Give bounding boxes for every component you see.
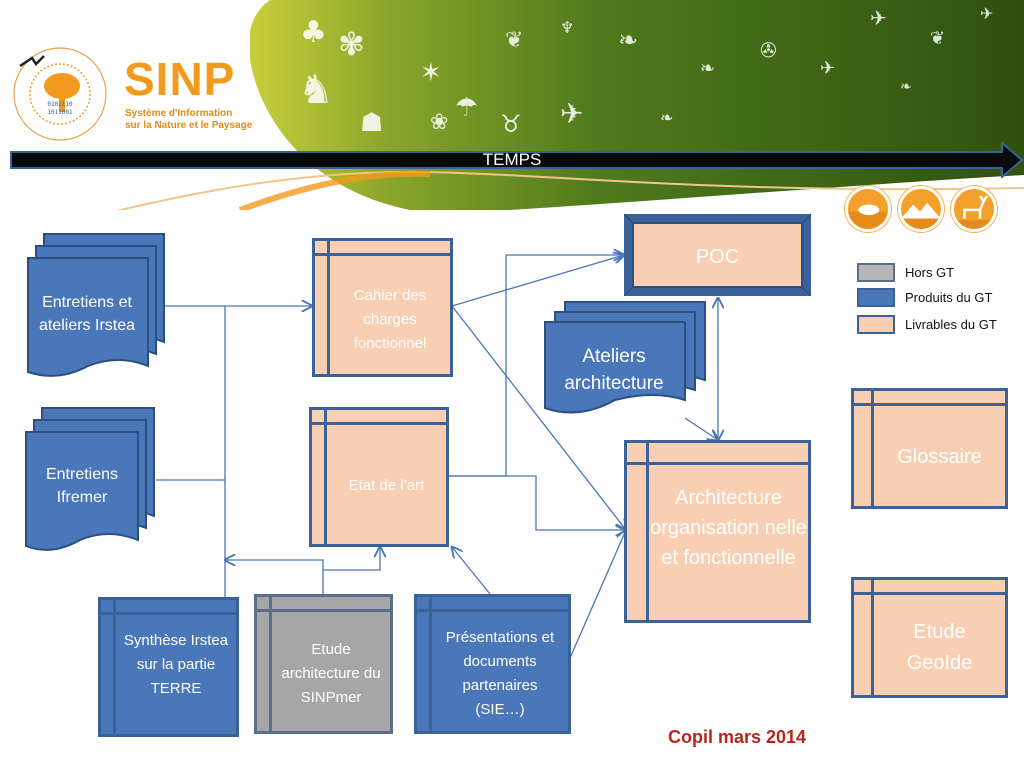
node-etude-sinpmer: Etude architecture du SINPmer: [254, 594, 393, 734]
mountain-icon-badge: [898, 186, 944, 232]
glossaire-label: Glossaire: [897, 446, 982, 468]
logo-title: SINP: [124, 53, 236, 105]
etude-geoide-label: Etude GeoIde: [906, 621, 973, 674]
node-etat-de-lart: Etat de l’art: [309, 407, 449, 547]
legend-livrables-gt: Livrables du GT: [857, 315, 997, 334]
leaf-icon: ❧: [660, 108, 674, 127]
presentations-label: Présentations et documents partenaires (…: [445, 629, 555, 718]
synthese-label: Synthèse Irstea sur la partie TERRE: [123, 632, 229, 697]
node-presentations: Présentations et documents partenaires (…: [414, 594, 571, 734]
leaf-icon: ❧: [700, 58, 716, 79]
legend-swatch-grey: [857, 263, 895, 282]
legend-label-hors-gt: Hors GT: [905, 265, 955, 280]
paraglider-icon: ☂: [455, 93, 479, 123]
etat-de-lart-label: Etat de l’art: [348, 477, 425, 494]
bird-icon: ✈: [980, 4, 994, 23]
node-entretiens-ifremer: Entretiens Ifremer: [45, 466, 119, 506]
legend-label-livrables-gt: Livrables du GT: [905, 317, 997, 332]
svg-text:1011001: 1011001: [47, 109, 73, 116]
node-ateliers-architecture: Ateliers architecture: [564, 346, 664, 394]
fish-icon: ❦: [505, 28, 524, 53]
beetle-icon: ✾: [338, 25, 365, 63]
leaf-icon: ❧: [618, 26, 639, 54]
seal-icon-badge: [845, 186, 891, 232]
jellyfish-icon: ♆: [560, 18, 575, 37]
document-stack-ateliers: [544, 301, 706, 414]
document-stack-irstea: [27, 233, 165, 377]
bird-icon: ✈: [870, 6, 887, 30]
legend-label-produits-gt: Produits du GT: [905, 290, 993, 305]
node-poc: POC: [624, 214, 811, 296]
tree-icon: ♣: [300, 15, 327, 50]
logo-subtitle: Système d'Information sur la Nature et l…: [125, 108, 252, 132]
tractor-icon: ✇: [760, 38, 777, 62]
node-cahier-des-charges: Cahier des charges fonctionnel: [312, 238, 453, 377]
bird-icon: ✈: [820, 58, 836, 79]
leaf-icon: ❧: [900, 79, 912, 95]
bear-icon: ☗: [360, 108, 384, 138]
deer-icon: ♞: [298, 67, 334, 113]
logo-subtitle-line2: sur la Nature et le Paysage: [125, 120, 253, 131]
orange-swoosh: [116, 170, 1024, 210]
logo-subtitle-line1: Système d'Information: [125, 108, 233, 119]
footer-date: Copil mars 2014: [668, 727, 807, 747]
bird-icon: ✈: [560, 97, 584, 130]
fish-icon: ❦: [930, 28, 946, 49]
sinp-seal-logo: 0101110 1011001: [13, 47, 107, 141]
node-glossaire: Glossaire: [851, 388, 1008, 509]
deer-icon-badge: [951, 186, 997, 232]
starfish-icon: ✶: [420, 58, 442, 88]
node-etude-geoide: Etude GeoIde: [851, 577, 1008, 698]
node-entretiens-irstea: Entretiens et ateliers Irstea: [38, 294, 136, 334]
poc-label: POC: [632, 222, 803, 288]
timeline-label: TEMPS: [482, 150, 542, 169]
svg-text:0101110: 0101110: [47, 101, 73, 108]
legend-produits-gt: Produits du GT: [857, 288, 992, 307]
node-synthese-irstea: Synthèse Irstea sur la partie TERRE: [98, 597, 239, 737]
node-architecture: Architecture organisation nelle et fonct…: [624, 440, 811, 623]
legend-hors-gt: Hors GT: [857, 263, 954, 282]
cow-icon: ♉: [500, 110, 522, 138]
butterfly-icon: ❀: [430, 110, 449, 135]
architecture-label: Architecture organisation nelle et fonct…: [650, 487, 807, 569]
legend-swatch-blue: [857, 288, 895, 307]
cahier-label: Cahier des charges fonctionnel: [353, 287, 427, 352]
header-banner: ♞ ✾ ♣ ✶ ☂ ❦ ✈ ❧ ♉ ❀ ❧ ✇ ✈ ✈ ❦ ✈ ❧ ❧ ☗ ♆ …: [0, 0, 1024, 210]
etude-sinpmer-label: Etude architecture du SINPmer: [281, 641, 381, 706]
document-stack-ifremer: [25, 407, 155, 551]
legend-swatch-peach: [857, 315, 895, 334]
timeline-arrow: [10, 142, 1024, 178]
